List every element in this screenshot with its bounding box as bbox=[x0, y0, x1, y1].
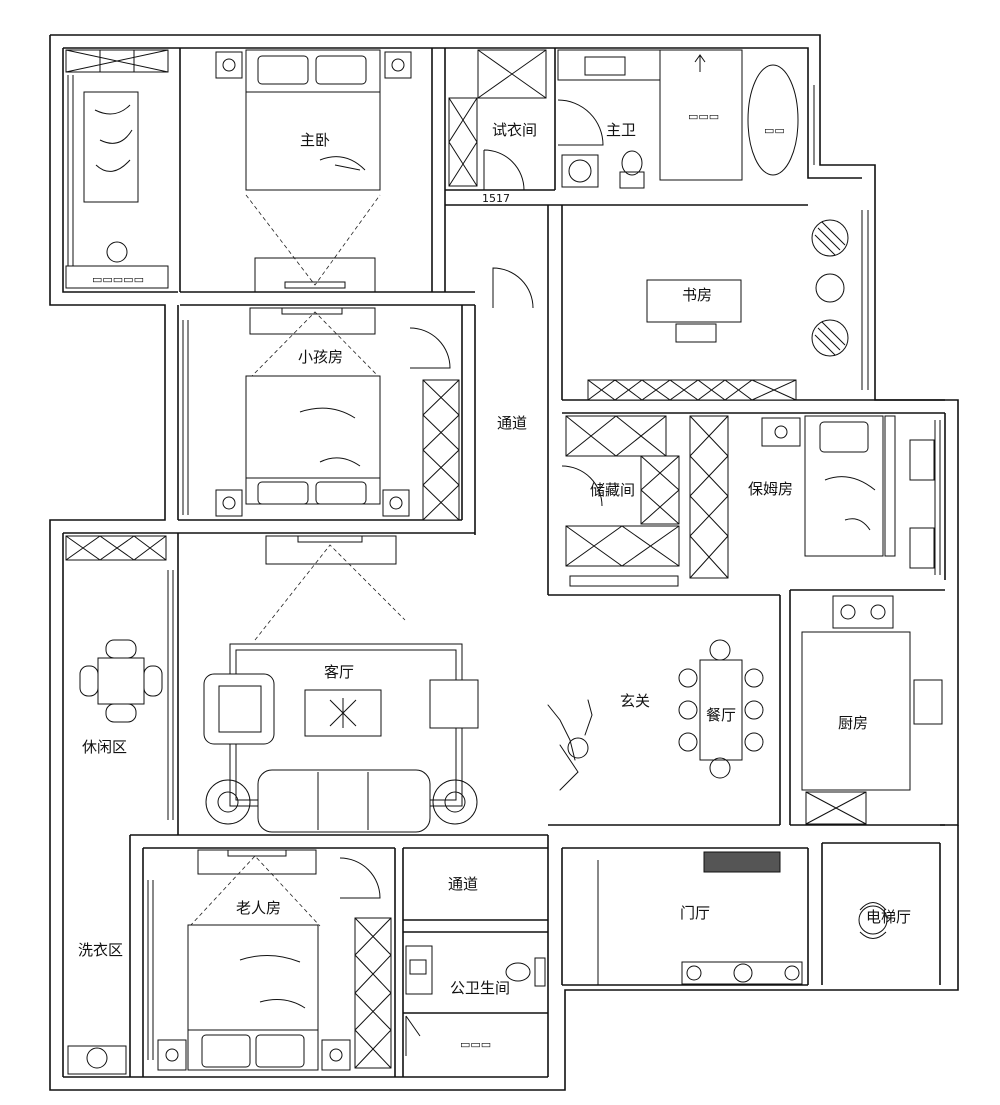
public-bath: ▭▭▭ 公卫生间 bbox=[405, 945, 546, 1056]
foyer-dining: 玄关 餐厅 bbox=[547, 639, 764, 791]
storage-label: 储藏间 bbox=[590, 481, 635, 499]
corridor-bottom-label: 通道 bbox=[448, 875, 478, 893]
corridor-top-label: 通道 bbox=[497, 414, 527, 432]
bathtub-note: ▭▭ bbox=[764, 124, 785, 137]
leisure-area-label: 休闲区 bbox=[82, 738, 127, 756]
entrance-hall-label: 门厅 bbox=[680, 904, 710, 922]
elevator-hall-label: 电梯厅 bbox=[866, 908, 911, 926]
master-bath-label: 主卫 bbox=[606, 121, 636, 139]
master-bedroom-label: 主卧 bbox=[300, 131, 330, 149]
public-shower-note: ▭▭▭ bbox=[460, 1038, 491, 1051]
kitchen: 厨房 bbox=[801, 595, 943, 825]
windows bbox=[67, 75, 941, 1060]
child-room-label: 小孩房 bbox=[298, 348, 343, 366]
study: 书房 bbox=[492, 219, 849, 401]
nanny-room: 保姆房 bbox=[689, 415, 935, 579]
dimension-text: 1517 bbox=[482, 192, 510, 205]
shower-note: ▭▭▭ bbox=[688, 110, 719, 123]
elderly-room-label: 老人房 bbox=[236, 899, 281, 917]
elderly-room: 老人房 bbox=[157, 849, 392, 1071]
dining-label: 餐厅 bbox=[706, 706, 736, 724]
living-room: 客厅 bbox=[203, 535, 479, 833]
fitting-room-label: 试衣间 bbox=[492, 121, 537, 139]
fitting-and-bath: 1517 试衣间 主卫 ▭▭▭ ▭▭ bbox=[448, 49, 799, 205]
kitchen-label: 厨房 bbox=[838, 714, 868, 732]
desk-note: ▭▭▭▭▭ bbox=[92, 273, 144, 286]
leisure-laundry: 休闲区 洗衣区 bbox=[65, 535, 167, 1075]
living-room-label: 客厅 bbox=[324, 663, 354, 681]
master-bedroom: ▭▭▭▭▭ 主卧 bbox=[65, 49, 412, 293]
public-bath-label: 公卫生间 bbox=[450, 979, 510, 997]
laundry-area-label: 洗衣区 bbox=[78, 941, 123, 959]
foyer-label: 玄关 bbox=[620, 692, 650, 710]
storage-room: 储藏间 bbox=[561, 415, 680, 587]
child-room: 小孩房 bbox=[215, 307, 460, 521]
study-label: 书房 bbox=[682, 286, 712, 304]
nanny-room-label: 保姆房 bbox=[748, 480, 793, 498]
walls bbox=[49, 34, 959, 1091]
entrance-elevator: 门厅 电梯厅 bbox=[597, 851, 911, 985]
